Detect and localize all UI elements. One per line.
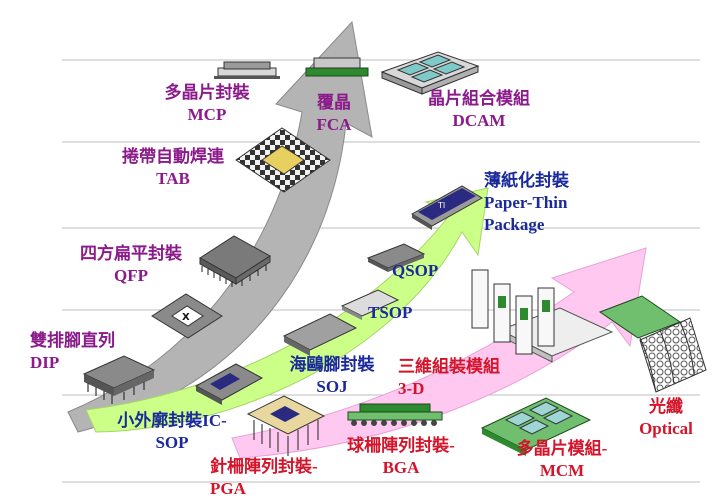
fca-label: 覆晶 FCA bbox=[298, 92, 370, 136]
qfp-label: 四方扁平封裝 QFP bbox=[56, 243, 206, 287]
paper-thin-label: 薄紙化封裝 Paper-Thin Package bbox=[484, 170, 569, 236]
qsop-chip-icon bbox=[366, 243, 426, 272]
mcm-module-icon bbox=[480, 397, 592, 456]
paper-thin-package-icon: TI bbox=[411, 185, 483, 230]
tsop-chip-icon bbox=[340, 289, 400, 320]
dip-label-en: DIP bbox=[30, 353, 60, 372]
soj-label-en: SOJ bbox=[316, 377, 348, 396]
svg-text:TI: TI bbox=[437, 201, 445, 210]
dip-chip-icon bbox=[82, 355, 156, 404]
mcp-label-en: MCP bbox=[187, 105, 227, 124]
soj-label: 海鷗腳封裝 SOJ bbox=[274, 354, 390, 398]
sop-label: 小外廓封裝IC- SOP bbox=[102, 410, 242, 454]
fca-label-en: FCA bbox=[316, 115, 352, 134]
optical-label-en: Optical bbox=[639, 419, 693, 438]
tab-chip-icon bbox=[235, 127, 331, 193]
fca-label-cn: 覆晶 bbox=[317, 93, 351, 112]
bga-label-en: BGA bbox=[382, 458, 420, 477]
qsop-label: QSOP bbox=[392, 261, 439, 280]
pga-chip-icon bbox=[246, 395, 326, 456]
tab-label-en: TAB bbox=[156, 169, 190, 188]
dcam-module-icon bbox=[380, 51, 480, 95]
bga-label-cn: 球柵陣列封裝- bbox=[347, 436, 455, 455]
paper-thin-label-en2: Package bbox=[484, 215, 545, 234]
pga-label-cn: 針柵陣列封裝- bbox=[210, 457, 318, 476]
mcp-label: 多晶片封裝 MCP bbox=[152, 82, 262, 126]
bga-label: 球柵陣列封裝- BGA bbox=[336, 435, 466, 479]
mcm-label: 多晶片模組- MCM bbox=[500, 438, 624, 482]
mcp-chip-icon bbox=[214, 61, 280, 79]
dcam-label-cn: 晶片組合模組 bbox=[428, 89, 530, 108]
soj-label-cn: 海鷗腳封裝 bbox=[289, 355, 375, 374]
tab-label-cn: 捲帶自動焊連 bbox=[122, 147, 224, 166]
paper-thin-label-en1: Paper-Thin bbox=[484, 193, 568, 212]
mcp-label-cn: 多晶片封裝 bbox=[164, 83, 250, 102]
sop-label-cn: 小外廓封裝IC- bbox=[117, 411, 227, 430]
qfp-label-cn: 四方扁平封裝 bbox=[80, 244, 182, 263]
pink-trend-arrow bbox=[231, 247, 647, 459]
fca-chip-icon bbox=[305, 57, 369, 77]
bga-chip-icon bbox=[347, 403, 443, 426]
dip-label: 雙排腳直列 DIP bbox=[30, 330, 115, 374]
tsop-label: TSOP bbox=[368, 303, 413, 322]
optical-module-icon bbox=[598, 295, 707, 393]
qfp-label-en: QFP bbox=[114, 266, 148, 285]
optical-label-cn: 光纖 bbox=[649, 397, 683, 416]
pga-label: 針柵陣列封裝- PGA bbox=[210, 456, 318, 500]
sop-label-en: SOP bbox=[155, 433, 189, 452]
svg-text:X: X bbox=[182, 312, 190, 323]
mcm-label-en: MCM bbox=[539, 461, 585, 480]
soj-chip-icon bbox=[282, 313, 358, 356]
qfp-socket-chip-icon: X bbox=[151, 293, 223, 339]
sop-chip-icon bbox=[194, 363, 264, 405]
paper-thin-label-cn: 薄紙化封裝 bbox=[484, 171, 569, 190]
mcm-label-cn: 多晶片模組- bbox=[516, 439, 608, 458]
qfp-chip-icon bbox=[199, 235, 271, 287]
3d-label: 三維組裝模組 3-D bbox=[398, 356, 500, 400]
dcam-label-en: DCAM bbox=[452, 111, 506, 130]
3d-label-en: 3-D bbox=[398, 379, 425, 398]
tab-label: 捲帶自動焊連 TAB bbox=[98, 146, 248, 190]
dip-label-cn: 雙排腳直列 bbox=[30, 331, 115, 350]
3d-label-cn: 三維組裝模組 bbox=[398, 357, 500, 376]
3d-module-icon bbox=[471, 269, 614, 363]
pga-label-en: PGA bbox=[210, 479, 246, 498]
optical-label: 光纖 Optical bbox=[626, 396, 706, 440]
dcam-label: 晶片組合模組 DCAM bbox=[392, 88, 566, 132]
